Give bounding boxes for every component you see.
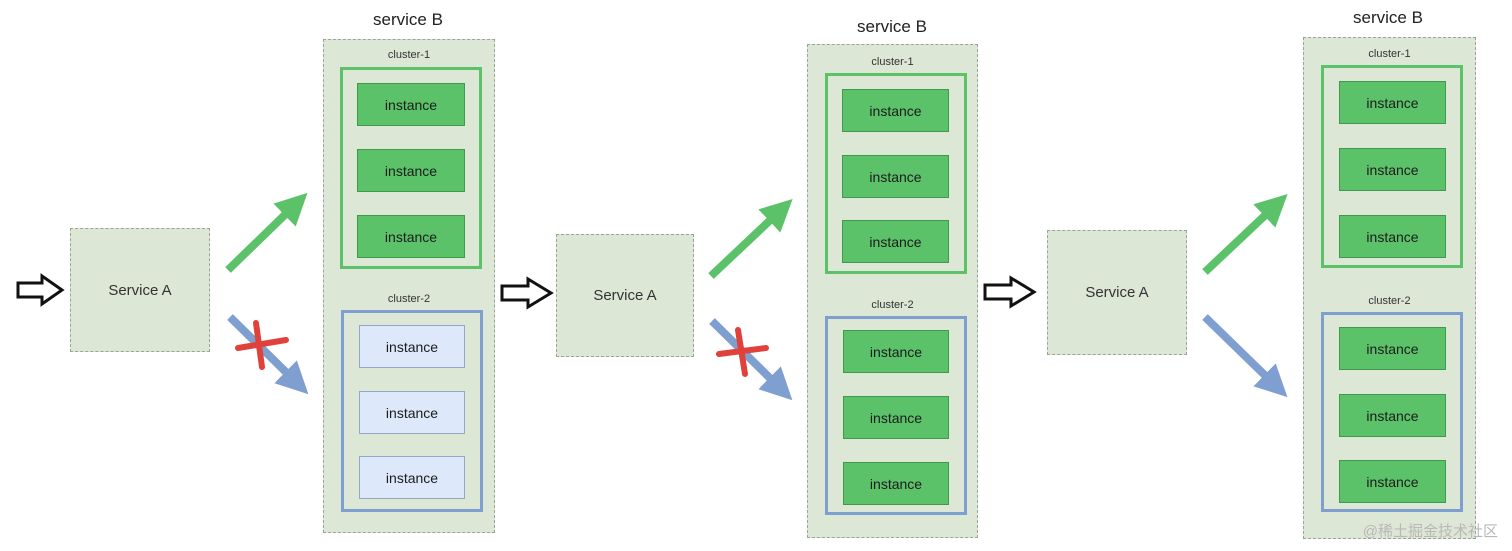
route-arrow-cluster-1 <box>1202 194 1288 275</box>
cluster-1-label: cluster-1 <box>387 49 431 61</box>
blocked-x-mark <box>716 327 769 377</box>
instance-box: instance <box>842 220 949 263</box>
instance-box: instance <box>357 215 465 258</box>
cluster-1-box: instance instance instance <box>1321 65 1463 268</box>
instance-box: instance <box>359 456 465 499</box>
instance-box: instance <box>843 396 949 439</box>
cluster-2-box: instance instance instance <box>825 316 967 515</box>
incoming-arrow-1 <box>16 273 65 307</box>
cluster-1-label: cluster-1 <box>1368 48 1411 60</box>
service-b-title: service B <box>1353 8 1423 27</box>
panel-1: Service A service B cluster-1 instance i… <box>0 0 504 551</box>
instance-box: instance <box>1339 327 1446 370</box>
cluster-2-box: instance instance instance <box>341 310 483 512</box>
instance-box: instance <box>1339 460 1446 503</box>
cluster-2-label: cluster-2 <box>387 293 431 305</box>
route-arrow-cluster-1 <box>708 199 793 279</box>
instance-box: instance <box>842 89 949 132</box>
instance-box: instance <box>842 155 949 198</box>
service-b-title: service B <box>857 17 927 36</box>
panel-3: Service A service B cluster-1 instance i… <box>0 0 1476 551</box>
route-arrow-cluster-2 <box>1202 314 1288 398</box>
service-a-box: Service A <box>1047 230 1187 355</box>
service-a-label: Service A <box>108 281 172 299</box>
instance-box: instance <box>843 330 949 373</box>
instance-box: instance <box>1339 148 1446 191</box>
cluster-2-label: cluster-2 <box>871 299 914 311</box>
incoming-arrow-3 <box>983 275 1037 309</box>
route-arrow-cluster-2 <box>709 318 793 401</box>
cluster-2-box: instance instance instance <box>1321 312 1463 512</box>
instance-box: instance <box>359 325 465 368</box>
instance-box: instance <box>1339 394 1446 437</box>
service-b-container: cluster-1 instance instance instance clu… <box>323 39 495 533</box>
route-arrow-cluster-2 <box>227 314 309 395</box>
instance-box: instance <box>1339 215 1446 258</box>
cluster-2-label: cluster-2 <box>1368 295 1411 307</box>
instance-box: instance <box>357 149 465 192</box>
service-a-box: Service A <box>70 228 210 352</box>
instance-box: instance <box>359 391 465 434</box>
service-a-box: Service A <box>556 234 694 357</box>
watermark-text: @稀土掘金技术社区 <box>1362 523 1498 540</box>
instance-box: instance <box>843 462 949 505</box>
cluster-1-label: cluster-1 <box>871 56 914 68</box>
incoming-arrow-2 <box>500 276 554 310</box>
service-a-label: Service A <box>1085 284 1149 301</box>
instance-box: instance <box>357 83 465 126</box>
service-b-title: service B <box>373 10 443 29</box>
service-a-label: Service A <box>593 287 657 304</box>
blocked-x-mark <box>235 320 289 370</box>
service-b-container: cluster-1 instance instance instance clu… <box>1303 37 1476 539</box>
cluster-1-box: instance instance instance <box>340 67 482 269</box>
service-b-container: cluster-1 instance instance instance clu… <box>807 44 978 538</box>
panel-2: Service A service B cluster-1 instance i… <box>0 0 978 551</box>
instance-box: instance <box>1339 81 1446 124</box>
route-arrow-cluster-1 <box>225 192 308 273</box>
cluster-1-box: instance instance instance <box>825 73 967 274</box>
